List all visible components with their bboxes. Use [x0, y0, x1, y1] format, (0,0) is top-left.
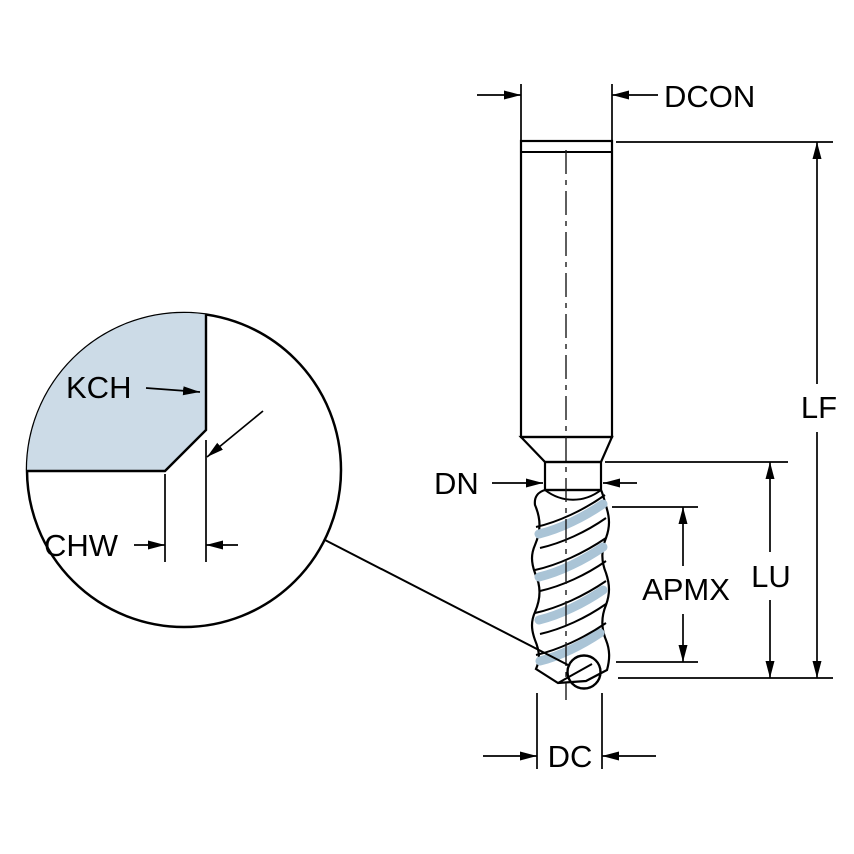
- end-mill-drawing: [518, 139, 614, 700]
- dcon-label: DCON: [664, 79, 755, 114]
- chamfer-detail-view: KCH CHW: [25, 311, 571, 667]
- lf-label: LF: [801, 390, 837, 425]
- chamfer-corner-fill: [26, 312, 206, 471]
- tip-detail-marker-circle: [566, 654, 602, 690]
- apmx-label: APMX: [642, 572, 730, 607]
- tool-flutes-body: [530, 488, 611, 685]
- dn-label: DN: [434, 466, 479, 501]
- dc-label: DC: [548, 739, 593, 774]
- kch-leader-arrow: [145, 386, 201, 396]
- dimension-apmx: APMX: [612, 506, 730, 663]
- kch-label: KCH: [66, 370, 131, 405]
- dimension-lu: LU: [605, 461, 791, 678]
- lu-label: LU: [751, 559, 791, 594]
- chw-label: CHW: [44, 528, 119, 563]
- flute-helix-lines: [534, 489, 607, 684]
- chamfer-corner-edges: [27, 314, 208, 473]
- detail-leader-line: [324, 539, 571, 667]
- tool-neck: [543, 460, 603, 492]
- chamfer-angle-arrow: [206, 410, 264, 458]
- dimension-dcon: DCON: [477, 79, 755, 140]
- dimension-dn: DN: [434, 466, 637, 501]
- flute-shading: [534, 499, 608, 666]
- dimension-lf: LF: [616, 141, 837, 679]
- dimension-dc: DC: [483, 693, 656, 774]
